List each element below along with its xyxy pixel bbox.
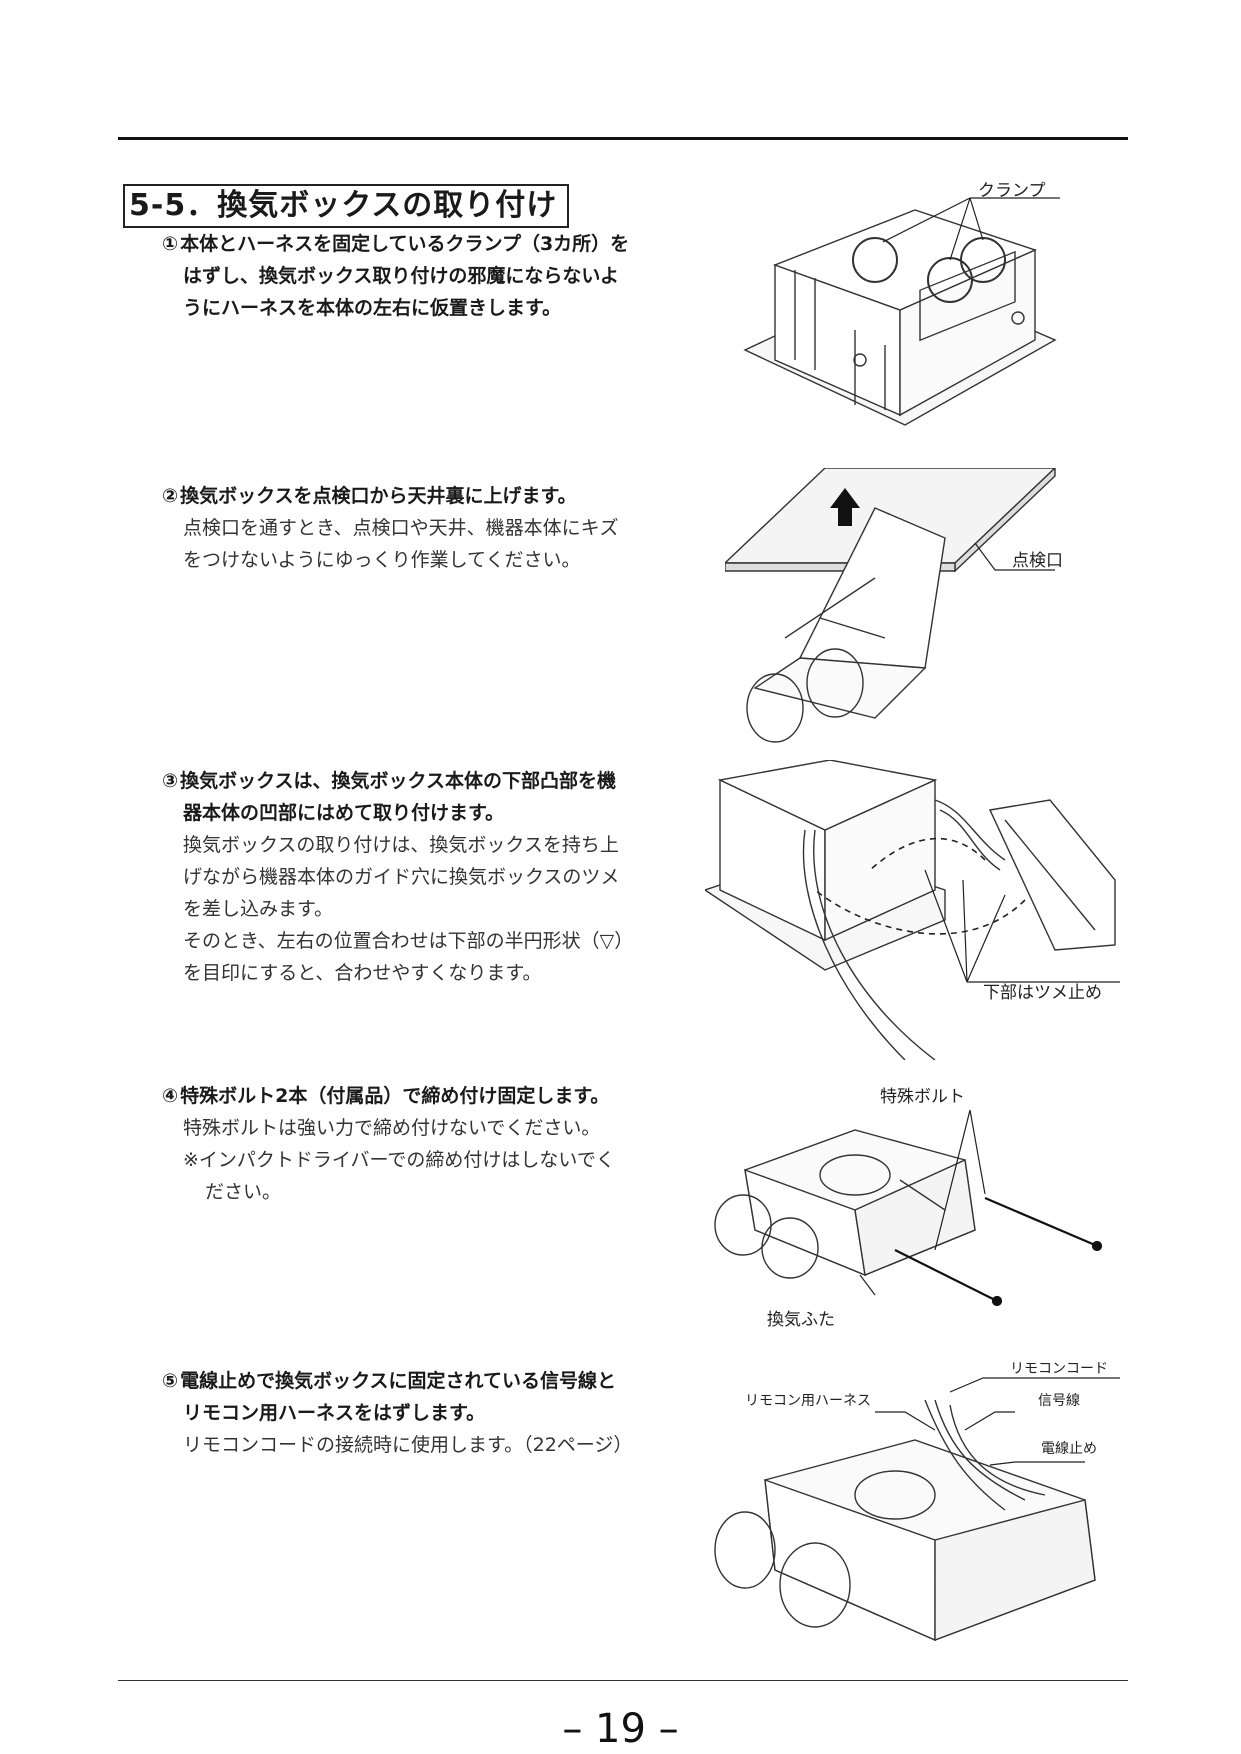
callout-special-bolt: 特殊ボルト [880,1087,965,1107]
unit-illustration-5 [714,1377,1120,1642]
figure-clamp-removal: クランプ [735,181,1065,440]
unit-illustration-3 [705,760,1120,1060]
callout-remote-harness: リモコン用ハーネス [745,1393,871,1409]
page-number: – 19 – [562,1706,679,1752]
top-rule [118,137,1128,140]
callout-remote-cord: リモコンコード [1010,1361,1108,1377]
step-4-note: ※インパクトドライバーでの締め付けはしないでく ださい。 [183,1149,615,1203]
callout-clamp: クランプ [978,181,1046,201]
figure-attach-box: 下部はツメ止め [705,760,1125,1060]
bottom-rule [118,1680,1128,1681]
callout-lower-claw: 下部はツメ止め [983,983,1102,1003]
figure-special-bolts: 特殊ボルト 換気ふた [705,1087,1125,1330]
figure-remote-harness: リモコンコード リモコン用ハーネス 信号線 電線止め [705,1361,1125,1650]
callout-vent-cover: 換気ふた [767,1310,835,1330]
callout-signal-wire: 信号線 [1038,1393,1080,1409]
unit-illustration-1 [743,197,1060,426]
callout-inspection-opening: 点検口 [1012,551,1063,571]
unit-illustration-4 [714,1109,1103,1307]
figure-lift-through-opening: 点検口 [725,468,1085,758]
callout-wire-clip: 電線止め [1041,1441,1097,1457]
section-title: 5-5．換気ボックスの取り付け [123,184,570,228]
unit-illustration-2 [725,468,1057,743]
